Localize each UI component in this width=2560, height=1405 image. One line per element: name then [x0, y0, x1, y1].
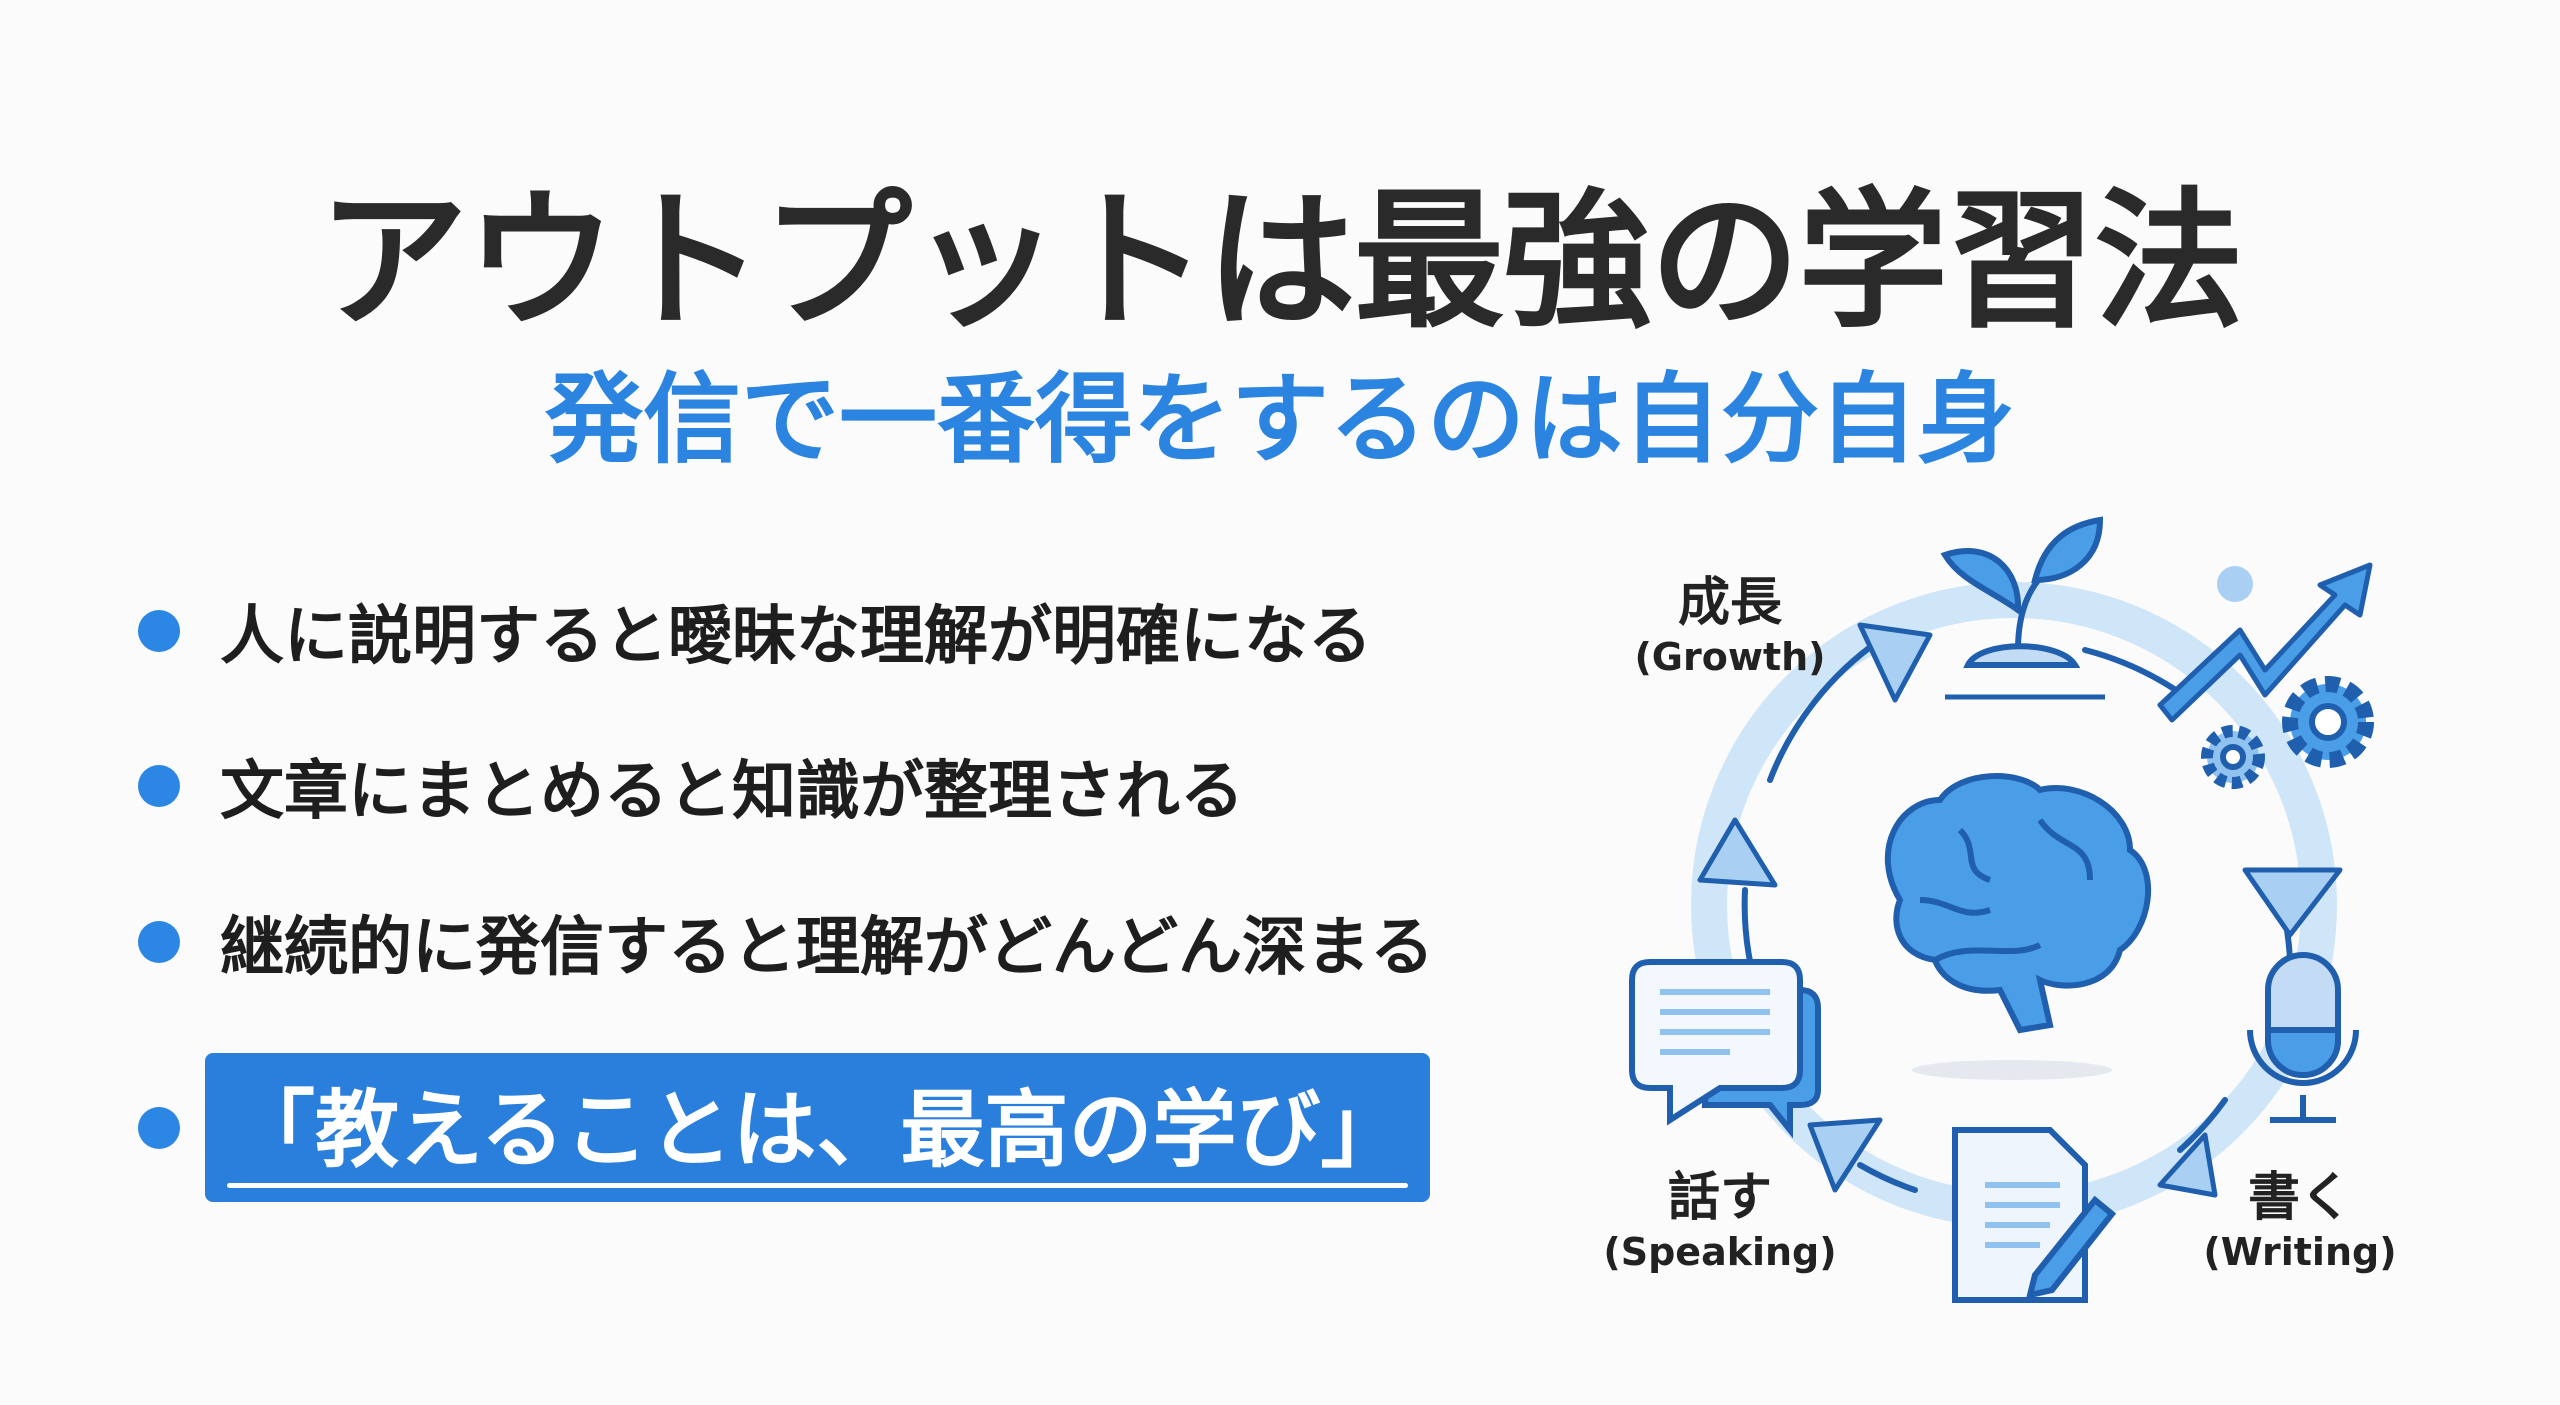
- bullet-item: 継続的に発信すると理解がどんどん深まる: [138, 896, 1434, 988]
- brain-icon: [1884, 773, 2152, 1080]
- highlight-box: 「教えることは、最高の学び」: [205, 1053, 1431, 1202]
- label-writing-en: (Writing): [2203, 1230, 2397, 1274]
- microphone-icon: [2247, 952, 2359, 1123]
- label-writing: 書く (Writing): [2190, 1155, 2410, 1274]
- trend-arrow-icon: [2157, 562, 2373, 723]
- bullet-dot-icon: [138, 921, 180, 963]
- sprout-icon: [1940, 516, 2105, 700]
- label-speaking-jp: 話す: [1667, 1168, 1772, 1228]
- label-growth-jp: 成長: [1677, 573, 1782, 633]
- bullet-dot-icon: [138, 765, 180, 807]
- label-writing-jp: 書く: [2247, 1168, 2352, 1228]
- gear-icon: [2201, 566, 2374, 789]
- label-growth: 成長 (Growth): [1620, 560, 1840, 679]
- highlight-underline: [227, 1183, 1409, 1188]
- notebook-pen-icon: [1952, 1127, 2117, 1303]
- bullet-dot-icon: [138, 1106, 180, 1149]
- bullet-dot-icon: [138, 610, 180, 652]
- bullet-text: 人に説明すると曖昧な理解が明確になる: [220, 600, 1372, 674]
- page-title: アウトプットは最強の学習法: [317, 175, 2244, 349]
- bullet-item: 文章にまとめると知識が整理される: [138, 740, 1244, 832]
- cycle-arrowheads: [1697, 622, 2343, 1198]
- label-speaking-en: (Speaking): [1603, 1230, 1837, 1274]
- bullet-text: 継続的に発信すると理解がどんどん深まる: [220, 911, 1435, 985]
- bullet-text: 文章にまとめると知識が整理される: [220, 755, 1244, 829]
- label-speaking: 話す (Speaking): [1600, 1155, 1840, 1274]
- bullet-item: 人に説明すると曖昧な理解が明確になる: [138, 585, 1372, 677]
- page-subtitle: 発信で一番得をするのは自分自身: [544, 363, 2015, 477]
- bullet-item-highlight: 「教えることは、最高の学び」: [138, 1053, 1431, 1202]
- label-growth-en: (Growth): [1634, 635, 1826, 679]
- highlight-text: 「教えることは、最高の学び」: [231, 1081, 1405, 1179]
- speech-bubble-icon: [1629, 959, 1821, 1139]
